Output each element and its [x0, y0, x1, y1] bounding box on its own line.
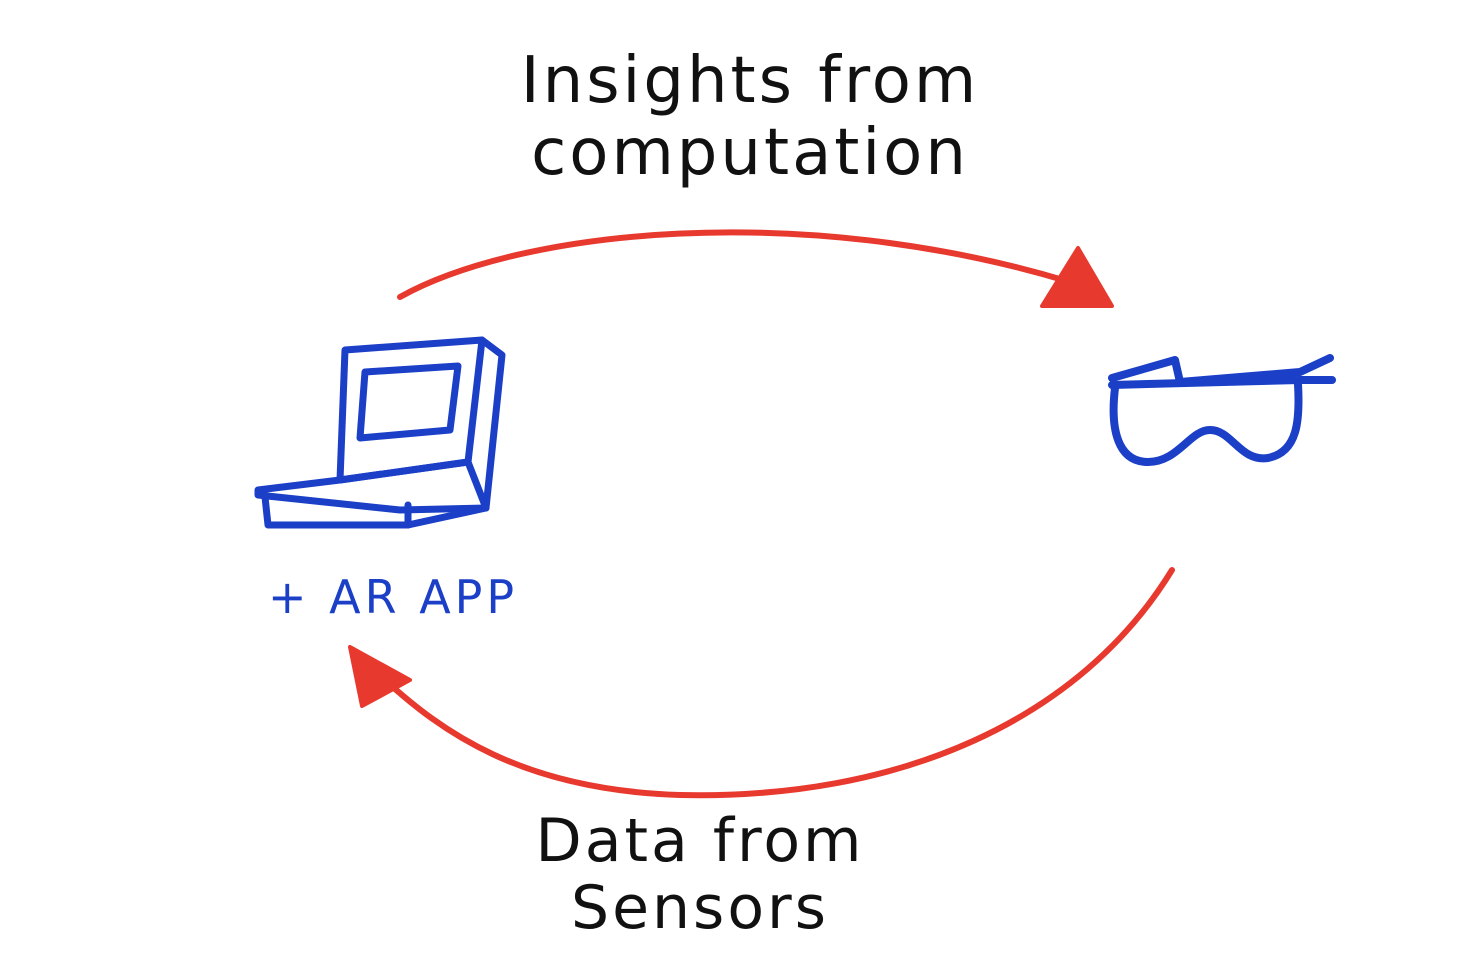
laptop-label: + AR APP: [268, 570, 519, 624]
bottom-label: Data from Sensors: [480, 806, 920, 944]
arrow-data-head: [348, 645, 412, 708]
arrow-data: [348, 567, 1175, 799]
top-label-line-2: computation: [531, 115, 969, 190]
arrow-insights-curve: [397, 229, 1073, 300]
arrow-data-curve: [382, 567, 1175, 799]
arrow-insights-head: [1040, 246, 1114, 308]
bottom-label-line-1: Data from: [535, 806, 865, 876]
bottom-label-line-2: Sensors: [571, 873, 829, 944]
top-label-line-1: Insights from: [520, 44, 980, 118]
top-label: Insights from computation: [470, 44, 1030, 190]
ar-glasses-icon: [1108, 354, 1336, 466]
arrow-insights: [397, 229, 1114, 308]
laptop-icon: [254, 336, 506, 529]
